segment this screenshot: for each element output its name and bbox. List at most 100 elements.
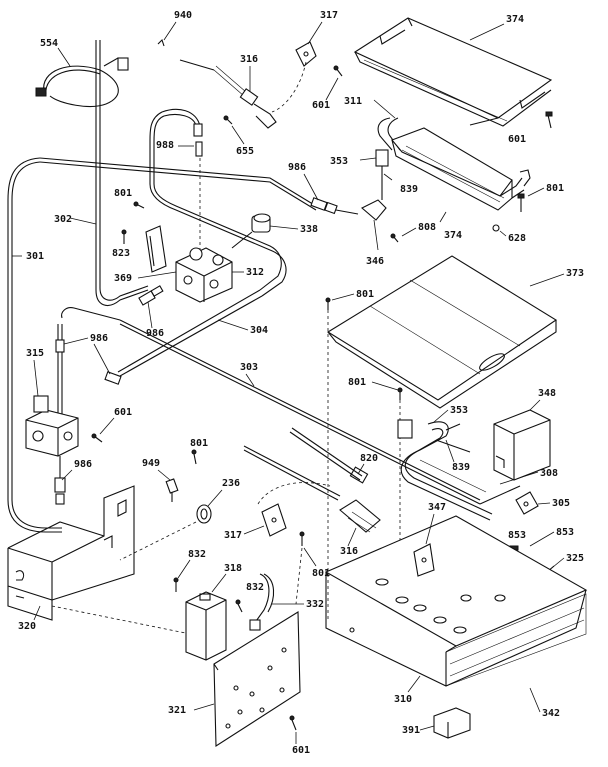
part-label-311: 311 bbox=[344, 96, 362, 107]
part-label-353-top: 353 bbox=[330, 156, 348, 167]
part-label-373: 373 bbox=[566, 268, 584, 279]
foot-391 bbox=[433, 707, 471, 739]
part-label-801-burner: 801 bbox=[348, 377, 366, 388]
screw-601-top bbox=[333, 65, 343, 77]
part-label-832-a: 832 bbox=[188, 549, 206, 560]
screw-655 bbox=[223, 115, 233, 125]
grommet-236 bbox=[196, 504, 212, 524]
part-label-988: 988 bbox=[156, 140, 174, 151]
tube-302 bbox=[95, 40, 149, 306]
part-label-601-board: 601 bbox=[292, 745, 310, 756]
part-label-236: 236 bbox=[222, 478, 240, 489]
clip-940 bbox=[157, 38, 165, 47]
oven-bottom-373 bbox=[326, 255, 558, 409]
screw-801-igniter bbox=[299, 531, 305, 546]
part-label-853-b: 853 bbox=[556, 527, 574, 538]
screw-823 bbox=[121, 229, 127, 244]
screw-601-thermostat bbox=[91, 433, 103, 443]
part-label-628: 628 bbox=[508, 233, 526, 244]
circuit-board-321 bbox=[213, 611, 301, 747]
part-label-316-top: 316 bbox=[240, 54, 258, 65]
part-label-601-pan: 601 bbox=[508, 134, 526, 145]
part-label-317-lower: 317 bbox=[224, 530, 242, 541]
bracket-317-top bbox=[295, 41, 317, 67]
part-label-801-valve: 801 bbox=[114, 188, 132, 199]
part-label-315: 315 bbox=[26, 348, 44, 359]
broil-burner-311 bbox=[377, 117, 531, 211]
tube-988 bbox=[149, 108, 287, 297]
broiler-pan-374 bbox=[353, 17, 553, 127]
part-label-839-bottom: 839 bbox=[452, 462, 470, 473]
part-label-808: 808 bbox=[418, 222, 436, 233]
part-label-949: 949 bbox=[142, 458, 160, 469]
part-label-302: 302 bbox=[54, 214, 72, 225]
fitting-986-top bbox=[310, 197, 359, 215]
gas-valve-312 bbox=[175, 247, 233, 303]
screw-601-pan bbox=[545, 111, 553, 129]
fitting-986-left bbox=[55, 339, 122, 385]
part-label-308: 308 bbox=[540, 468, 558, 479]
part-label-312: 312 bbox=[246, 267, 264, 278]
part-label-801-deflector: 801 bbox=[546, 183, 564, 194]
part-label-369: 369 bbox=[114, 273, 132, 284]
part-label-601-thermostat: 601 bbox=[114, 407, 132, 418]
part-label-347: 347 bbox=[428, 502, 446, 513]
part-label-986-left: 986 bbox=[90, 333, 108, 344]
part-label-820: 820 bbox=[360, 453, 378, 464]
screw-801-burner bbox=[397, 387, 403, 400]
regulator-338 bbox=[231, 213, 271, 249]
part-label-325: 325 bbox=[566, 553, 584, 564]
part-label-317-top: 317 bbox=[320, 10, 338, 21]
part-label-301: 301 bbox=[26, 251, 44, 262]
fitting-986-valve bbox=[138, 285, 164, 306]
orifice-assembly-353 bbox=[361, 149, 389, 221]
part-label-353-bottom: 353 bbox=[450, 405, 468, 416]
bake-burner-308 bbox=[397, 419, 521, 521]
bracket-305 bbox=[515, 491, 539, 515]
part-label-374-deflector: 374 bbox=[444, 230, 462, 241]
shield-348 bbox=[493, 409, 551, 481]
part-label-839-top: 839 bbox=[400, 184, 418, 195]
bracket-823 bbox=[145, 225, 167, 273]
part-label-303: 303 bbox=[240, 362, 258, 373]
part-label-316-lower: 316 bbox=[340, 546, 358, 557]
screw-832-a bbox=[173, 577, 179, 592]
wiring-332 bbox=[249, 573, 275, 631]
part-label-305: 305 bbox=[552, 498, 570, 509]
part-label-342: 342 bbox=[542, 708, 560, 719]
bracket-347 bbox=[413, 543, 435, 577]
fitting-986-lower bbox=[54, 477, 66, 505]
tube-304 bbox=[119, 295, 263, 377]
thermostat-315 bbox=[25, 395, 79, 457]
tube-301 bbox=[7, 157, 62, 533]
part-label-346: 346 bbox=[366, 256, 384, 267]
part-label-338: 338 bbox=[300, 224, 318, 235]
screw-801-deflector bbox=[517, 193, 525, 212]
part-label-321: 321 bbox=[168, 705, 186, 716]
power-cord-554 bbox=[35, 57, 129, 107]
burner-box-310 bbox=[324, 515, 588, 687]
part-label-374-pan: 374 bbox=[506, 14, 524, 25]
part-label-332: 332 bbox=[306, 599, 324, 610]
part-label-801-bottom: 801 bbox=[356, 289, 374, 300]
screw-601-board bbox=[289, 715, 297, 731]
part-label-320: 320 bbox=[18, 621, 36, 632]
screw-808 bbox=[390, 233, 399, 243]
part-label-853-a: 853 bbox=[508, 530, 526, 541]
part-label-310: 310 bbox=[394, 694, 412, 705]
screw-801-lower bbox=[191, 449, 197, 465]
relay-318 bbox=[185, 591, 227, 661]
part-label-801-igniter: 801 bbox=[312, 568, 330, 579]
nut-628 bbox=[492, 224, 500, 232]
screw-949 bbox=[165, 478, 179, 502]
bracket-320 bbox=[7, 485, 135, 621]
igniter-316-top bbox=[179, 59, 277, 129]
part-label-554: 554 bbox=[40, 38, 58, 49]
part-label-801-lower: 801 bbox=[190, 438, 208, 449]
part-label-986-lower: 986 bbox=[74, 459, 92, 470]
part-label-986-top: 986 bbox=[288, 162, 306, 173]
igniter-316-lower bbox=[339, 499, 381, 533]
part-label-986-valve: 986 bbox=[146, 328, 164, 339]
screw-801-valve bbox=[133, 201, 145, 209]
